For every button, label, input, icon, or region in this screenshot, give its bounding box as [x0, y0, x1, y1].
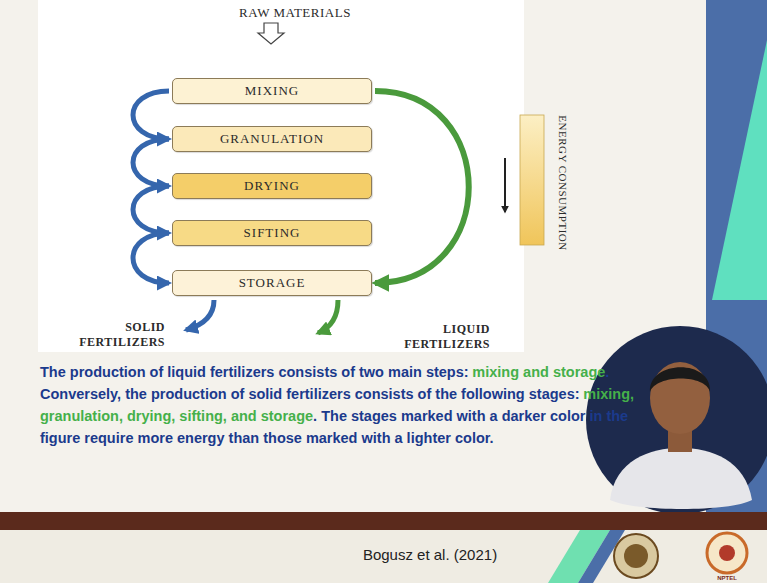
energy-bar	[520, 115, 544, 245]
stage-label: GRANULATION	[220, 131, 324, 147]
highlight-text: mixing and storage	[472, 364, 605, 380]
flow-arrow	[133, 91, 169, 139]
process-box: DRYING	[172, 173, 372, 199]
energy-arrow	[504, 158, 506, 212]
stage-label: SIFTING	[244, 225, 301, 241]
stage-label: STORAGE	[239, 275, 306, 291]
nptel-logo-core	[719, 545, 735, 561]
footer-strip	[0, 530, 767, 583]
process-box: MIXING	[172, 78, 372, 104]
presenter-face	[650, 362, 710, 434]
institute-logo	[614, 534, 658, 578]
solid-output-arrow	[186, 300, 214, 330]
description-paragraph: The production of liquid fertilizers con…	[40, 361, 650, 449]
stage-label: DRYING	[244, 178, 300, 194]
nptel-logo	[707, 533, 747, 573]
body-text: The production of liquid fertilizers con…	[40, 364, 469, 380]
logo-text: NPTEL	[707, 575, 747, 583]
output-label: SOLID FERTILIZERS	[40, 320, 165, 350]
diagram-panel	[38, 0, 524, 352]
input-label: RAW MATERIALS	[210, 5, 380, 21]
flow-arrow	[133, 233, 169, 283]
process-box: STORAGE	[172, 270, 372, 296]
teal-diagonal	[712, 40, 767, 300]
stage-label: MIXING	[245, 83, 299, 99]
process-box: GRANULATION	[172, 126, 372, 152]
flow-arrow	[375, 91, 469, 283]
flow-arrow	[133, 186, 169, 233]
institute-logo-core	[624, 544, 648, 568]
presenter-hair	[650, 367, 710, 392]
flow-arrow	[133, 139, 169, 186]
footer-bar	[0, 512, 767, 530]
axis-label: ENERGY CONSUMPTION	[556, 113, 570, 253]
process-box: SIFTING	[172, 220, 372, 246]
source-citation: Bogusz et al. (2021)	[330, 546, 530, 565]
presenter-shirt	[610, 448, 752, 509]
liquid-output-arrow	[318, 300, 338, 333]
input-arrow	[258, 23, 284, 44]
output-label: LIQUID FERTILIZERS	[362, 322, 490, 352]
